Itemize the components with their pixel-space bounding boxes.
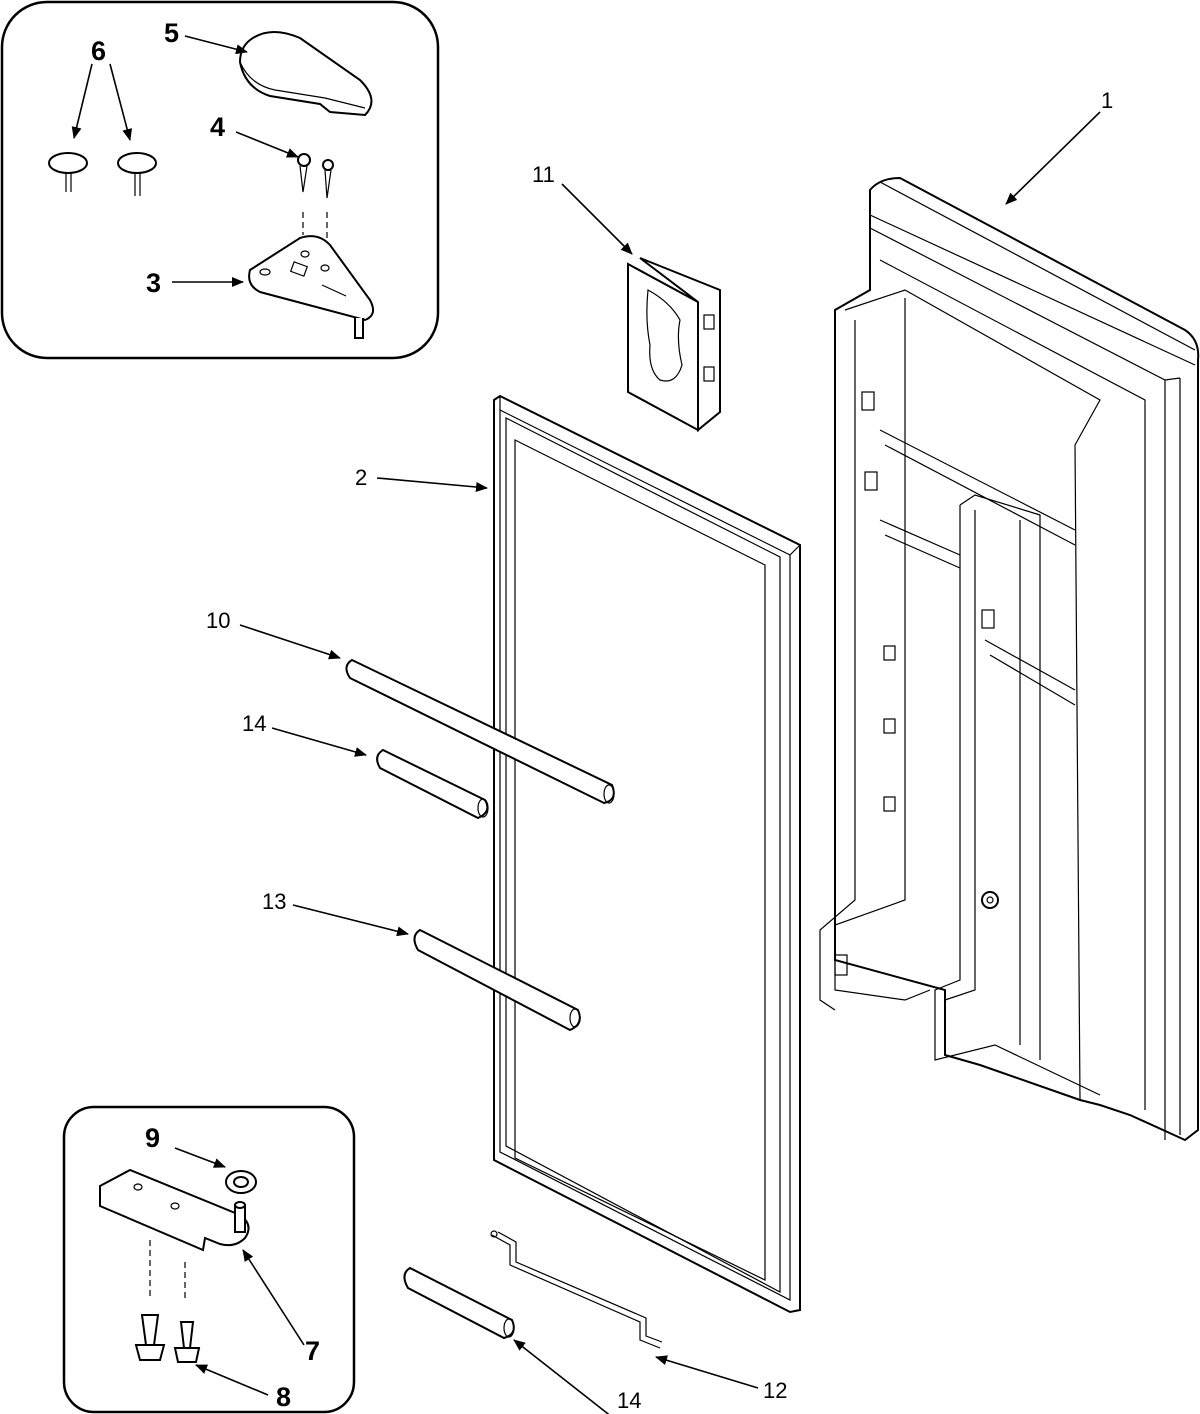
callout-8: 8 <box>276 1382 291 1412</box>
callout-1: 1 <box>1101 88 1113 113</box>
leader-lines <box>71 35 1101 1414</box>
callout-7: 7 <box>305 1336 320 1366</box>
callout-4: 4 <box>210 112 225 142</box>
callout-10: 10 <box>206 608 230 633</box>
hinge-cover <box>238 31 373 117</box>
callout-14-lower: 14 <box>617 1388 641 1413</box>
screw-pair <box>297 153 334 238</box>
callout-2: 2 <box>355 465 367 490</box>
divider-clip <box>627 257 721 433</box>
callout-12: 12 <box>763 1378 787 1403</box>
plug-pair <box>48 152 157 196</box>
top-hinge-inset <box>0 0 440 360</box>
tube-14-upper <box>376 748 489 820</box>
rod-12 <box>490 1230 663 1349</box>
callout-3: 3 <box>146 268 161 298</box>
callout-6: 6 <box>91 36 106 66</box>
tube-14-lower <box>403 1266 515 1340</box>
tube-10 <box>345 658 615 805</box>
callout-labels: 1 2 3 4 5 6 7 8 9 10 11 12 13 14 14 <box>91 18 1113 1413</box>
callout-5: 5 <box>164 18 179 48</box>
hinge-plate <box>248 235 375 322</box>
callout-13: 13 <box>262 889 286 914</box>
tube-13 <box>413 928 581 1032</box>
door-gasket <box>493 394 801 1314</box>
door-liner <box>819 176 1200 1142</box>
callout-9: 9 <box>145 1123 160 1153</box>
callout-14-upper: 14 <box>242 711 266 736</box>
bottom-hinge-inset <box>62 1105 356 1414</box>
callout-11: 11 <box>532 162 555 187</box>
